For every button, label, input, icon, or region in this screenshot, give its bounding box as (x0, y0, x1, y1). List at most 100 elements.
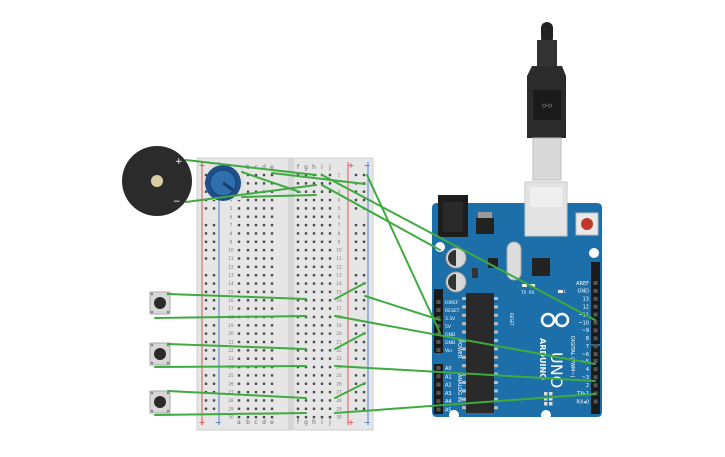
breadboard-hole (328, 190, 332, 193)
column-label: d (262, 164, 266, 171)
digital-pin-label: 8 (586, 336, 589, 342)
potentiometer[interactable] (205, 164, 244, 201)
row-number: 28 (228, 398, 234, 403)
breadboard-hole (262, 274, 266, 277)
breadboard-hole (270, 307, 274, 310)
breadboard-hole (254, 257, 258, 260)
push-button[interactable] (149, 291, 171, 315)
breadboard-hole (328, 349, 332, 352)
breadboard-hole (262, 415, 266, 419)
rail-hole (362, 299, 366, 302)
breadboard-hole (246, 290, 250, 294)
breadboard-hole (328, 290, 332, 294)
header-pin (593, 296, 598, 301)
breadboard-hole (312, 340, 316, 344)
breadboard-hole (237, 198, 241, 202)
breadboard-hole (304, 207, 308, 210)
jumper-wire (241, 171, 301, 193)
header-pin (593, 344, 598, 349)
breadboard-hole (246, 340, 250, 344)
header-pin (593, 328, 598, 333)
breadboard-hole (328, 399, 332, 402)
breadboard-hole (270, 198, 274, 202)
breadboard-hole (296, 349, 300, 352)
rail-hole (204, 190, 208, 193)
breadboard-hole (328, 332, 332, 335)
breadboard-hole (246, 190, 250, 193)
breadboard-hole (237, 399, 241, 402)
breadboard-hole (246, 382, 250, 385)
rail-hole (204, 207, 208, 210)
digital-header-low (591, 346, 600, 414)
breadboard-hole (304, 340, 308, 344)
breadboard-hole (270, 357, 274, 360)
breadboard-hole (254, 215, 258, 218)
usb-cable[interactable]: ⚯ (527, 22, 566, 181)
rail-hole (362, 390, 366, 394)
breadboard-hole (304, 173, 308, 177)
breadboard-hole (304, 282, 308, 285)
power-pin-label: GND (445, 332, 456, 338)
power-header (434, 289, 443, 353)
jumper-wire (334, 315, 596, 365)
header-pin (593, 399, 598, 404)
rail-hole (204, 282, 208, 285)
breadboard-hole (312, 290, 316, 294)
led-tx (522, 284, 527, 287)
breadboard-hole (296, 198, 300, 202)
breadboard-hole (328, 207, 332, 210)
breadboard-hole (246, 374, 250, 377)
rail-plus-label: + (199, 418, 206, 427)
breadboard-hole (328, 315, 332, 319)
mount-hole (541, 410, 551, 420)
chip-leg (462, 347, 466, 351)
header-pin (436, 366, 441, 370)
rail-hole (362, 232, 366, 235)
pot-knob-indicator (222, 181, 234, 192)
push-button-leg (150, 361, 154, 365)
rail-hole (204, 374, 208, 377)
rail-hole (354, 198, 358, 202)
breadboard-hole (254, 182, 258, 185)
breadboard-hole (312, 382, 316, 385)
rail-hole (212, 332, 216, 335)
breadboard-hole (246, 390, 250, 394)
breadboard-hole (262, 198, 266, 202)
push-button[interactable] (149, 390, 171, 414)
breadboard-hole (320, 274, 324, 277)
piezo-buzzer[interactable]: + − (122, 146, 192, 216)
analog-pin-label: A5 (445, 408, 452, 414)
row-number: 12 (336, 264, 342, 269)
breadboard-hole (304, 307, 308, 310)
breadboard-labels: 1122334455667788991010111112121313141415… (228, 164, 342, 426)
breadboard-hole (254, 382, 258, 385)
arduino-uno[interactable]: ARDUINO UNO RESET DIGITAL (PWM~) ANALOG … (432, 181, 602, 420)
breadboard-hole (270, 248, 274, 252)
row-number: 15 (336, 289, 342, 294)
row-number: 5 (338, 206, 341, 211)
breadboard-hole (320, 340, 324, 344)
breadboard-hole (296, 215, 300, 218)
digital-pin-label: AREF (576, 281, 589, 287)
header-pin (593, 304, 598, 309)
cable-strain-relief (537, 40, 557, 66)
breadboard-hole (296, 340, 300, 344)
breadboard-hole (312, 257, 316, 260)
breadboard-hole (237, 207, 241, 210)
rail-hole (362, 349, 366, 352)
chip-leg (494, 372, 498, 376)
rail-hole (204, 274, 208, 277)
row-number: 13 (228, 273, 234, 278)
chip-leg (494, 406, 498, 410)
breadboard-hole (312, 182, 316, 185)
header-pin (593, 359, 598, 363)
jumper-wire (321, 174, 596, 321)
rail-hole (212, 299, 216, 302)
row-number: 17 (228, 306, 234, 311)
rail-hole (212, 240, 216, 243)
breadboard-hole (304, 374, 308, 377)
breadboard-hole (312, 232, 316, 235)
push-button-leg (150, 343, 154, 347)
push-button[interactable] (149, 342, 171, 366)
